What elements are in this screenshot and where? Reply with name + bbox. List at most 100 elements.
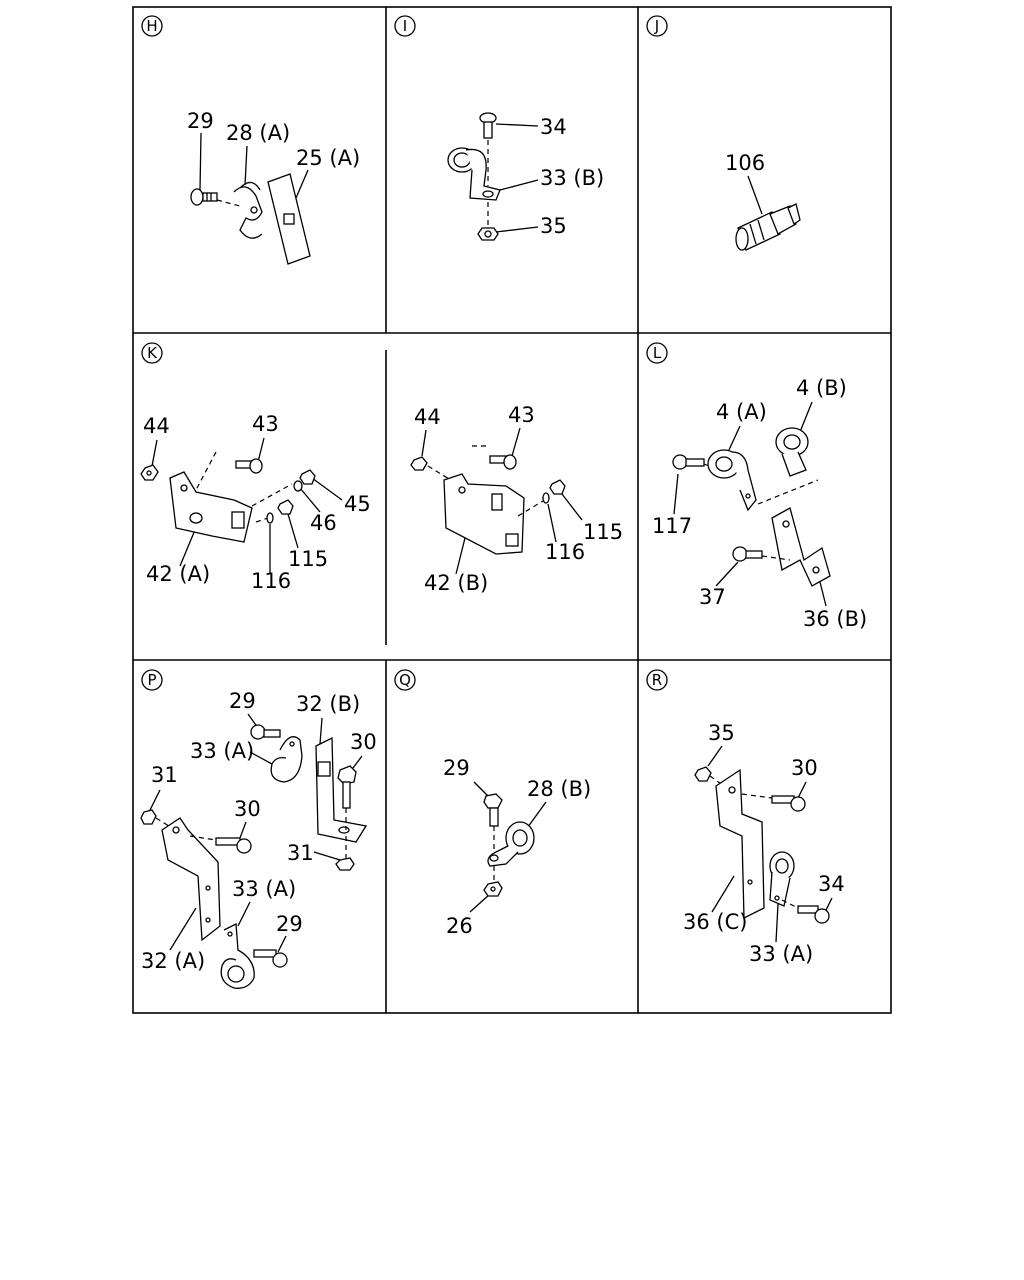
clamp-icon [769, 851, 795, 907]
panel-p: P 29 32 (B) 33 (A) 30 31 30 31 33 (A) 29… [140, 669, 377, 989]
label-36b: 36 (B) [803, 607, 867, 631]
label-36c: 36 (C) [683, 910, 747, 934]
panel-r-marker: R [646, 669, 668, 691]
nut-icon [410, 456, 428, 471]
bracket-icon [443, 473, 525, 555]
label-44: 44 [143, 414, 170, 438]
label-33a: 33 (A) [749, 942, 813, 966]
label-32a: 32 (A) [141, 949, 205, 973]
clamp-icon [220, 922, 255, 989]
label-29: 29 [276, 912, 303, 936]
label-116: 116 [545, 540, 585, 564]
label-29: 29 [443, 756, 470, 780]
plate-icon [267, 173, 311, 265]
label-29: 29 [187, 109, 214, 133]
label-30: 30 [234, 797, 261, 821]
bracket-icon [771, 507, 831, 587]
label-31: 31 [287, 841, 314, 865]
nut-icon [483, 881, 503, 897]
bracket-icon [169, 471, 253, 543]
nut-icon [277, 469, 316, 515]
panel-i-marker: I [394, 15, 416, 37]
bolt-icon [797, 905, 830, 924]
label-33b: 33 (B) [540, 166, 604, 190]
clamp-icon [487, 821, 535, 867]
bolt-icon [479, 112, 497, 139]
svg-text:R: R [652, 671, 662, 689]
panel-i: I 34 33 (B) 35 [394, 15, 604, 241]
panel-p-marker: P [141, 669, 163, 691]
nut-icon [140, 809, 157, 825]
nut-icon [477, 227, 499, 241]
clip-icon [233, 181, 263, 239]
label-33a: 33 (A) [232, 877, 296, 901]
washer-icon [542, 492, 550, 504]
bolt-icon [489, 454, 517, 470]
panel-l-marker: L [646, 342, 668, 364]
label-43: 43 [252, 412, 279, 436]
bolt-icon [190, 188, 218, 206]
panel-r: R 35 30 34 36 (C) 33 (A) [646, 669, 845, 966]
label-30: 30 [791, 756, 818, 780]
label-115: 115 [583, 520, 623, 544]
bolt-icon [771, 795, 806, 812]
bolt-icon [732, 546, 763, 562]
label-45: 45 [344, 492, 371, 516]
label-46: 46 [310, 511, 337, 535]
bolt-icon [253, 949, 288, 968]
nut-icon [140, 464, 159, 481]
bracket-icon [715, 768, 765, 920]
panel-l: L 4 (B) 4 (A) 117 37 36 (B) [646, 342, 867, 631]
label-4a: 4 (A) [716, 400, 767, 424]
label-35: 35 [708, 721, 735, 745]
svg-text:I: I [403, 17, 407, 35]
label-28b: 28 (B) [527, 777, 591, 801]
label-42b: 42 (B) [424, 571, 488, 595]
label-37: 37 [699, 585, 726, 609]
svg-text:P: P [147, 671, 156, 689]
label-30: 30 [350, 730, 377, 754]
bolt-icon [250, 724, 281, 740]
label-33a: 33 (A) [190, 739, 254, 763]
label-29: 29 [229, 689, 256, 713]
bolt-icon [215, 837, 252, 854]
panel-j-marker: J [646, 15, 668, 37]
label-28a: 28 (A) [226, 121, 290, 145]
label-42a: 42 (A) [146, 562, 210, 586]
nut-icon [694, 766, 712, 782]
label-117: 117 [652, 514, 692, 538]
label-34: 34 [540, 115, 567, 139]
panel-q-marker: Q [394, 669, 416, 691]
bracket-icon [315, 736, 368, 843]
bolt-icon [672, 454, 705, 470]
clamp-icon [775, 427, 809, 477]
label-35: 35 [540, 214, 567, 238]
label-43: 43 [508, 403, 535, 427]
clamp-icon [447, 147, 501, 201]
fitting-icon [735, 203, 801, 251]
label-4b: 4 (B) [796, 376, 847, 400]
panel-k: K 44 43 45 46 42 (A) 115 116 [140, 342, 623, 595]
label-31: 31 [151, 763, 178, 787]
bolt-icon [483, 793, 503, 827]
nut-icon [549, 479, 566, 495]
label-25a: 25 (A) [296, 146, 360, 170]
svg-text:K: K [147, 344, 158, 362]
svg-text:H: H [146, 17, 157, 35]
bracket-icon [161, 817, 221, 942]
panel-k-marker: K [141, 342, 163, 364]
clamp-icon [707, 449, 757, 512]
nut-icon [335, 857, 355, 871]
svg-text:L: L [653, 344, 662, 362]
clamp-icon [270, 736, 303, 783]
label-115: 115 [288, 547, 328, 571]
washer-icon [266, 480, 303, 524]
svg-text:J: J [654, 17, 659, 35]
panel-h-marker: H [141, 15, 163, 37]
bolt-icon [337, 765, 357, 809]
label-106: 106 [725, 151, 765, 175]
label-34: 34 [818, 872, 845, 896]
svg-text:Q: Q [399, 671, 411, 689]
panel-grid [132, 6, 892, 1014]
